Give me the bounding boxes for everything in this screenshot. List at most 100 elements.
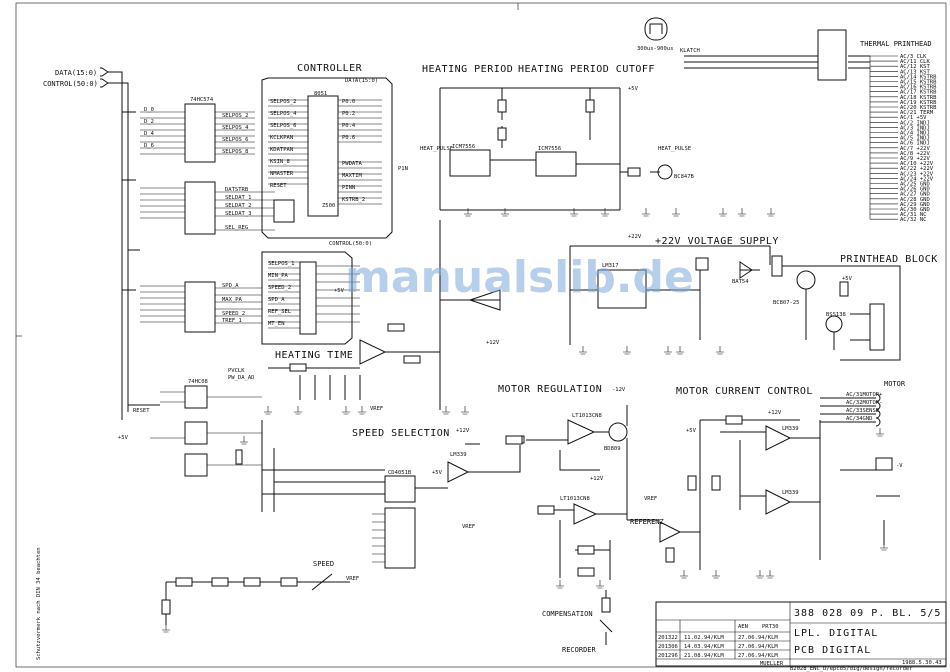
ground-symbol bbox=[719, 208, 727, 217]
recorder-title: RECORDER bbox=[562, 646, 597, 654]
ground-symbol bbox=[501, 208, 509, 217]
controller-block: CONTROLLER DATA(15:0) 8051 Z500 SELPOS_2… bbox=[261, 63, 393, 247]
latch-1-out: SELPOS_8 bbox=[222, 149, 249, 155]
printhead-pin-label: AC/27 GND bbox=[900, 192, 930, 198]
vref-label: VREF bbox=[370, 406, 383, 412]
printhead-pin-label: AC/13 KST bbox=[900, 69, 930, 75]
ctl-port: PWDATA bbox=[342, 161, 363, 167]
latch-2-out: SELDAT_3 bbox=[225, 211, 252, 217]
compensation-title: COMPENSATION bbox=[542, 610, 593, 618]
regulator-part: LM317 bbox=[602, 263, 619, 269]
gate-part: 74HC08 bbox=[188, 379, 208, 385]
latch-2-out: SELDAT_2 bbox=[225, 203, 252, 209]
heating-time-block: HEATING TIME +5V VREF +12V bbox=[268, 220, 501, 412]
ground-symbol bbox=[716, 346, 724, 355]
motor-connector: MOTOR AC/31MOTOR+ AC/32MOTOR- AC/33SENSE… bbox=[820, 380, 906, 545]
vref-label: VREF bbox=[462, 524, 475, 530]
ground-symbol bbox=[738, 208, 746, 217]
latch-3-out: TREF_1 bbox=[222, 318, 242, 324]
ctl-port: SELPOS_2 bbox=[270, 99, 297, 105]
ground-symbol bbox=[442, 406, 450, 415]
ctl-port: SELPOS_4 bbox=[270, 111, 297, 117]
rail-label: +22V bbox=[628, 234, 642, 240]
file-path: B2028_ENC_D/epcd5/dig/design/recorder bbox=[790, 666, 913, 672]
latch-signal: KLATCH bbox=[680, 48, 700, 54]
ground-symbol bbox=[461, 406, 469, 415]
ground-symbol bbox=[712, 570, 720, 579]
ground-symbols bbox=[162, 208, 888, 633]
tb-rev-date: 21.08.94/KLM bbox=[684, 653, 724, 659]
tb-rev-chk: 27.06.94/KLM bbox=[738, 653, 778, 659]
compensation-block: COMPENSATION RECORDER bbox=[542, 590, 613, 654]
gate-signal: PVCLK bbox=[228, 368, 245, 374]
ground-symbol bbox=[596, 580, 604, 589]
printhead-pin-label: AC/23 +22V bbox=[900, 171, 934, 177]
side-note: Schutzvermerk nach DIN 34 beachten bbox=[36, 547, 42, 660]
printhead-pin-label: AC/4 INDJ bbox=[900, 131, 930, 137]
latch-1-in: D_0 bbox=[144, 107, 154, 113]
rail-label: +5V bbox=[432, 470, 443, 476]
ground-symbol bbox=[579, 346, 587, 355]
printhead-pin-label: AC/3 INDJ bbox=[900, 125, 930, 131]
motor-pin: AC/33SENSE bbox=[846, 408, 879, 414]
rail-label: +12V bbox=[768, 410, 782, 416]
ctl-port: RESET bbox=[270, 183, 287, 189]
title-line-2: PCB DIGITAL bbox=[794, 645, 871, 656]
controller-port-block-2: SELPOS_1 MIN_PA SPEED_2 SPD_A REF_SEL MT… bbox=[261, 251, 360, 345]
latch-1-out: SELPOS_2 bbox=[222, 113, 249, 119]
voltage-supply-block: +22V VOLTAGE SUPPLY LM317 BAT54 +22V bbox=[569, 234, 778, 345]
controller-bus: DATA(15:0) bbox=[345, 78, 378, 84]
printhead-block-title: PRINTHEAD BLOCK bbox=[840, 254, 938, 265]
transistor-label: BC847B bbox=[674, 174, 695, 180]
gate-signal: PW_DA_AD bbox=[228, 375, 255, 381]
latch-3-out: SPD_A bbox=[222, 283, 239, 289]
reference-block: REFERENZ VREF bbox=[627, 496, 701, 570]
printhead-pin-label: AC/24 +22V bbox=[900, 176, 934, 182]
speed-title: SPEED bbox=[313, 560, 334, 568]
control-bus-label: CONTROL(50:0) bbox=[43, 80, 98, 88]
ground-symbol bbox=[623, 346, 631, 355]
tb-header: PRT30 bbox=[762, 624, 779, 630]
rail-label: +5V bbox=[334, 288, 345, 294]
speed-chain: SPEED VREF bbox=[161, 560, 359, 625]
sheet-border bbox=[15, 2, 947, 668]
ground-symbol bbox=[240, 436, 248, 445]
ctl-port: KCLKPAN bbox=[270, 135, 293, 141]
ctl-port: SELPOS_6 bbox=[270, 123, 297, 129]
motor-pin: AC/31MOTOR+ bbox=[846, 392, 883, 398]
heat-pulse-label: HEAT_PULSE bbox=[420, 146, 453, 152]
vref-label: VREF bbox=[346, 576, 359, 582]
printhead-pin-label: AC/3 CLK bbox=[900, 54, 927, 60]
latch-block-3: SPD_A MAX_PA SPEED_2 TREF_1 bbox=[140, 281, 262, 333]
pulse-width-label: 300us-900us bbox=[637, 46, 673, 52]
comparator-label-2: LM339 bbox=[782, 426, 799, 432]
ground-symbol bbox=[358, 406, 366, 415]
printhead-pin-label: AC/12 KST bbox=[900, 64, 930, 70]
monoflop-part: ICM7556 bbox=[452, 144, 475, 150]
motor-title: MOTOR bbox=[884, 380, 906, 388]
heating-time-title: HEATING TIME bbox=[275, 350, 353, 361]
printhead-pin-label: AC/10 +22V bbox=[900, 161, 934, 167]
printhead-pin-label: AC/26 GND bbox=[900, 187, 930, 193]
tb-rev-date: 11.02.94/KLM bbox=[684, 635, 724, 641]
reset-signal: RESET bbox=[133, 408, 150, 414]
ctl2-port: MIN_PA bbox=[268, 273, 289, 279]
motor-pin: AC/32MOTOR- bbox=[846, 400, 882, 406]
latch-3-out: SPEED_2 bbox=[222, 311, 245, 317]
ctl-port: P0.2 bbox=[342, 111, 355, 117]
ground-symbol bbox=[570, 208, 578, 217]
rail-label: -12V bbox=[612, 387, 626, 393]
rail-label: +5V bbox=[842, 276, 853, 282]
title-block: AEN PRT30 201322 11.02.94/KLM 27.06.94/K… bbox=[655, 601, 947, 667]
tb-rev-no: 201306 bbox=[658, 644, 678, 650]
bc-trans-label: BC807-25 bbox=[773, 300, 800, 306]
printhead-pin-label: AC/7 +22V bbox=[900, 146, 930, 152]
printhead-pin-label: AC/25 GND bbox=[900, 182, 930, 188]
ctl-port: NMASTER bbox=[270, 171, 294, 177]
ground-symbol bbox=[342, 406, 350, 415]
ground-symbol bbox=[601, 208, 609, 217]
printhead-pin-label: AC/22 +22V bbox=[900, 166, 934, 172]
ctl-port: P0.4 bbox=[342, 123, 356, 129]
